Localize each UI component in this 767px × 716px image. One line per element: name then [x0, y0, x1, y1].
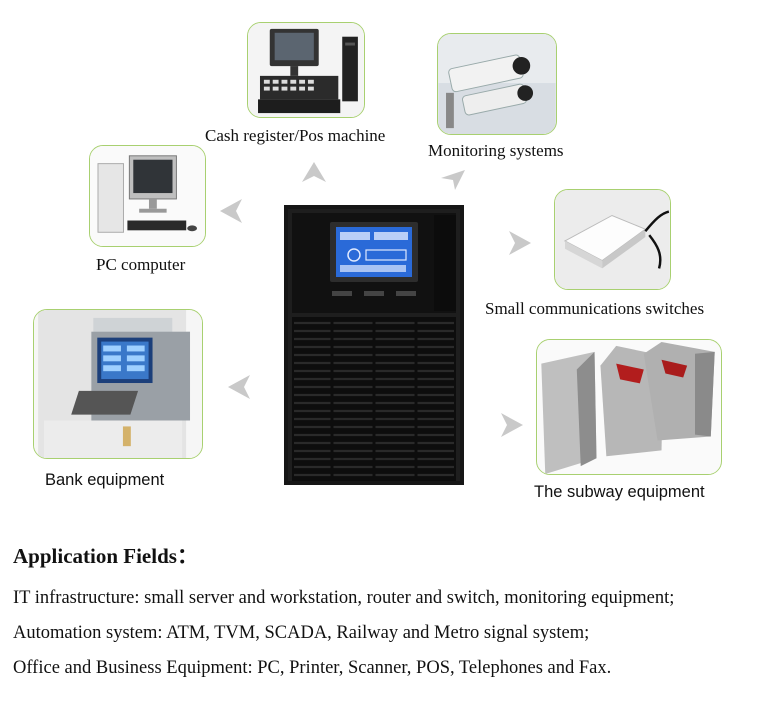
monitoring-camera-image	[437, 33, 557, 135]
arrow-to-bank-icon	[228, 375, 250, 399]
bank-atm-image	[33, 309, 203, 459]
monitoring-label: Monitoring systems	[428, 141, 564, 160]
communications-switch-image	[554, 189, 671, 290]
switches-label: Small communications switches	[485, 299, 705, 318]
pc-computer-image	[89, 145, 206, 247]
subway-gate-image	[536, 339, 722, 475]
application-fields-title: Application Fields：	[13, 544, 198, 568]
application-line-it: IT infrastructure: small server and work…	[13, 588, 675, 608]
cash-register-image	[247, 22, 365, 118]
subway-label: The subway equipment	[534, 483, 705, 501]
arrow-to-subway-icon	[501, 413, 523, 437]
cash-register-label: Cash register/Pos machine	[205, 126, 386, 145]
application-line-automation: Automation system: ATM, TVM, SCADA, Rail…	[13, 623, 590, 643]
arrow-to-switches-icon	[509, 231, 531, 255]
application-line-office: Office and Business Equipment: PC, Print…	[13, 658, 612, 678]
pc-computer-label: PC computer	[96, 255, 186, 274]
ups-unit-image	[284, 205, 464, 485]
arrow-to-pc-icon	[220, 199, 242, 223]
bank-label: Bank equipment	[45, 471, 165, 489]
arrow-to-monitoring-icon	[441, 170, 465, 190]
arrow-to-cash-register-icon	[302, 162, 326, 182]
